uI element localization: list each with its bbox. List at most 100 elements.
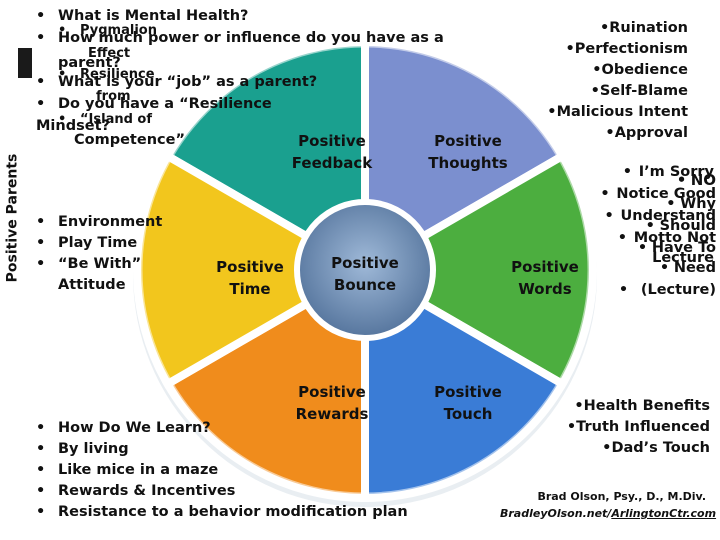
list-item: •Ruination (500, 18, 688, 39)
segment-rewards (162, 263, 369, 503)
list-text: How Do We Learn? (58, 420, 211, 436)
bullet-dot: • (590, 83, 600, 99)
bullet-dot: • (36, 504, 46, 520)
wheel-rim (139, 44, 591, 496)
bullet-dot: • (547, 104, 557, 120)
bullet-dot: • (574, 398, 584, 414)
credit-links: BradleyOlson.net/ArlingtonCtr.com (500, 505, 716, 522)
black-marker (18, 48, 32, 78)
label-line: Positive (216, 258, 284, 276)
list-text: Resistance to a behavior modification pl… (58, 504, 408, 520)
label-line: Positive (298, 132, 366, 150)
bullet-dot: • (599, 20, 610, 36)
segment-words-label: Positive Words (495, 256, 595, 300)
note-text: “Island of (80, 112, 153, 127)
bullet-dot: • (592, 62, 602, 78)
label-line: Positive (298, 383, 366, 401)
note-text: (Lecture) (640, 282, 716, 298)
list-item: Attitude (36, 275, 176, 296)
segment-time (133, 150, 374, 390)
list-text: Ruination (609, 20, 688, 36)
note-text: How much power or influence do you have … (58, 30, 444, 46)
label-line: Bounce (333, 276, 397, 294)
label-line: Touch (443, 405, 493, 423)
list-item: •Self-Blame (500, 81, 688, 102)
bullet-dot: • (659, 260, 670, 276)
segment-touch (361, 263, 568, 503)
bullet-dot: • (604, 208, 614, 224)
bullet-dot: • (676, 171, 687, 189)
list-text: Environment (58, 214, 163, 230)
note-text: Do you have a “Resilience (58, 96, 272, 112)
bullet-dot: • (36, 8, 46, 24)
list-text: Malicious Intent (556, 104, 688, 120)
bullet-dot: • (666, 196, 676, 212)
bullet-dot: • (36, 420, 46, 436)
label-line: Positive (511, 258, 579, 276)
list-item: •Malicious Intent (500, 102, 688, 123)
bullet-dot: • (36, 483, 46, 499)
credit-link[interactable]: ArlingtonCtr.com (611, 507, 717, 520)
label-line: Feedback (291, 154, 373, 172)
list-item: •Truth Influenced (520, 417, 710, 438)
center-hub (294, 199, 436, 341)
note-text: Competence” (74, 132, 185, 148)
label-line: Rewards (295, 405, 369, 423)
bullet-dot: • (602, 440, 612, 456)
bullet-dot: • (36, 30, 46, 46)
list-item: •Approval (500, 123, 688, 144)
list-item: • Resistance to a behavior modification p… (36, 502, 416, 523)
bullet-dot: • (637, 240, 648, 256)
label-line: Positive (434, 383, 502, 401)
bottom-left-list: •How Do We Learn? •By living •Like mice … (36, 418, 416, 523)
bullet-dot: • (36, 235, 46, 251)
list-text: Play Time (58, 235, 138, 251)
segment-thoughts-label: Positive Thoughts (418, 130, 518, 174)
note-text: Should (659, 218, 716, 234)
segment-words (356, 150, 597, 390)
bullet-dot: • (617, 230, 627, 246)
list-text: Rewards & Incentives (58, 483, 236, 499)
note-text: What is your “job” as a parent? (58, 74, 318, 90)
segment-feedback-label: Positive Feedback (282, 130, 382, 174)
segment-touch-label: Positive Touch (418, 381, 518, 425)
credit-name: Brad Olson, Psy., D., M.Div. (537, 490, 706, 503)
list-text: “Be With” (58, 256, 142, 272)
bullet-dot: • (565, 41, 575, 57)
bullet-dot: • (622, 164, 633, 180)
list-text: Health Benefits (583, 398, 710, 414)
bullet-dot: • (645, 218, 655, 234)
bullet-dot: • (36, 96, 46, 112)
list-text: Perfectionism (574, 41, 688, 57)
note-text: Resilience (80, 67, 155, 82)
bullet-dot: • (58, 23, 67, 38)
bullet-dot: • (36, 462, 46, 478)
list-text: Self-Blame (599, 83, 688, 99)
list-text: Like mice in a maze (58, 462, 219, 478)
bullet-dot: • (58, 67, 67, 82)
list-text: Truth Influenced (576, 419, 710, 435)
list-item: • Like mice in a maze (36, 460, 416, 481)
note-text: Mindset? (36, 118, 110, 134)
note-text: I’m Sorry (638, 164, 714, 180)
label-line: Positive (434, 132, 502, 150)
note-text: Lecture (652, 250, 714, 266)
bullet-dot: • (605, 125, 615, 141)
list-item: • Rewards & Incentives (36, 481, 416, 502)
segment-feedback (162, 37, 369, 277)
top-right-list: •Ruination •Perfectionism •Obedience •Se… (500, 18, 688, 144)
note-text: Motto Not (633, 230, 716, 246)
note-text: from (96, 89, 131, 104)
segment-thoughts (361, 37, 568, 277)
bullet-dot: • (36, 441, 46, 457)
bullet-dot: • (36, 74, 46, 90)
note-text: NO (690, 171, 716, 189)
credit-site[interactable]: BradleyOlson.net/ (500, 507, 612, 520)
bullet-dot: • (36, 214, 46, 230)
note-text: Effect (88, 46, 131, 61)
list-text: Attitude (58, 277, 126, 293)
note-text: parent? (58, 55, 121, 71)
list-text: Approval (614, 125, 688, 141)
list-item: •Health Benefits (520, 396, 710, 417)
